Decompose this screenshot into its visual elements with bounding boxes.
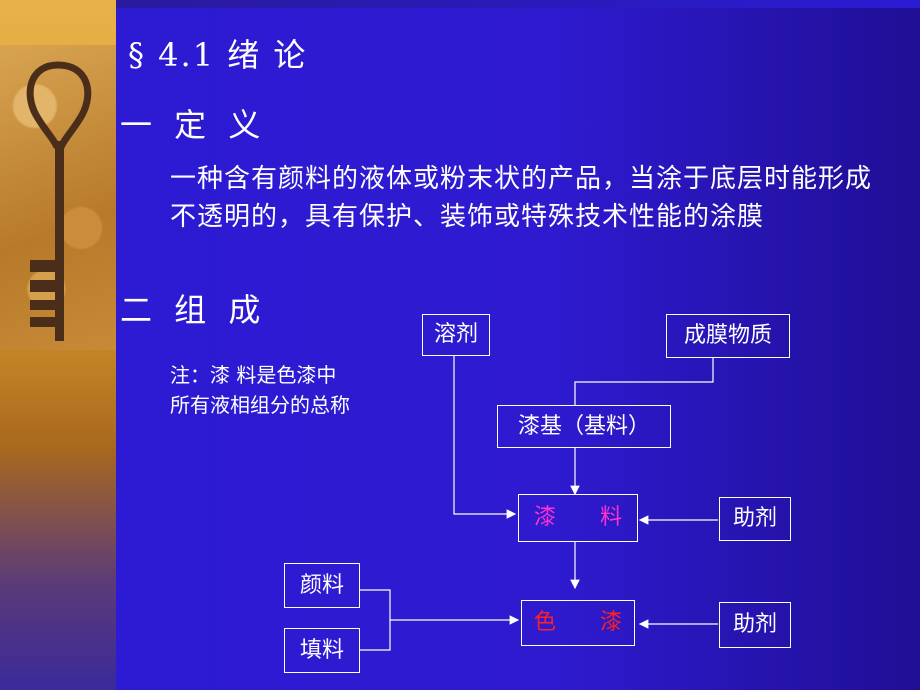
top-band (116, 0, 920, 8)
note-line-1: 注：漆 料是色漆中 (170, 363, 337, 387)
box-additive-1: 助剂 (719, 497, 791, 541)
note-line-2: 所有液相组分的总称 (170, 393, 350, 417)
heading-composition: 二 组 成 (120, 291, 267, 329)
heading-definition: 一 定 义 (120, 106, 267, 144)
box-lacquer: 漆 料 (518, 494, 638, 542)
box-filler: 填料 (284, 628, 360, 673)
slide-title: § 4.1 绪 论 (128, 36, 308, 74)
box-solvent: 溶剂 (422, 314, 490, 356)
box-film-former: 成膜物质 (666, 314, 790, 358)
box-paint: 色 漆 (521, 600, 635, 646)
definition-text: 一种含有颜料的液体或粉末状的产品，当涂于底层时能形成不透明的，具有保护、装饰或特… (170, 164, 873, 232)
key-icon (26, 61, 92, 341)
box-pigment: 颜料 (284, 563, 360, 608)
box-base: 漆基（基料） (497, 405, 671, 448)
box-additive-2: 助剂 (719, 602, 791, 648)
note: 注：漆 料是色漆中 所有液相组分的总称 (170, 360, 400, 420)
